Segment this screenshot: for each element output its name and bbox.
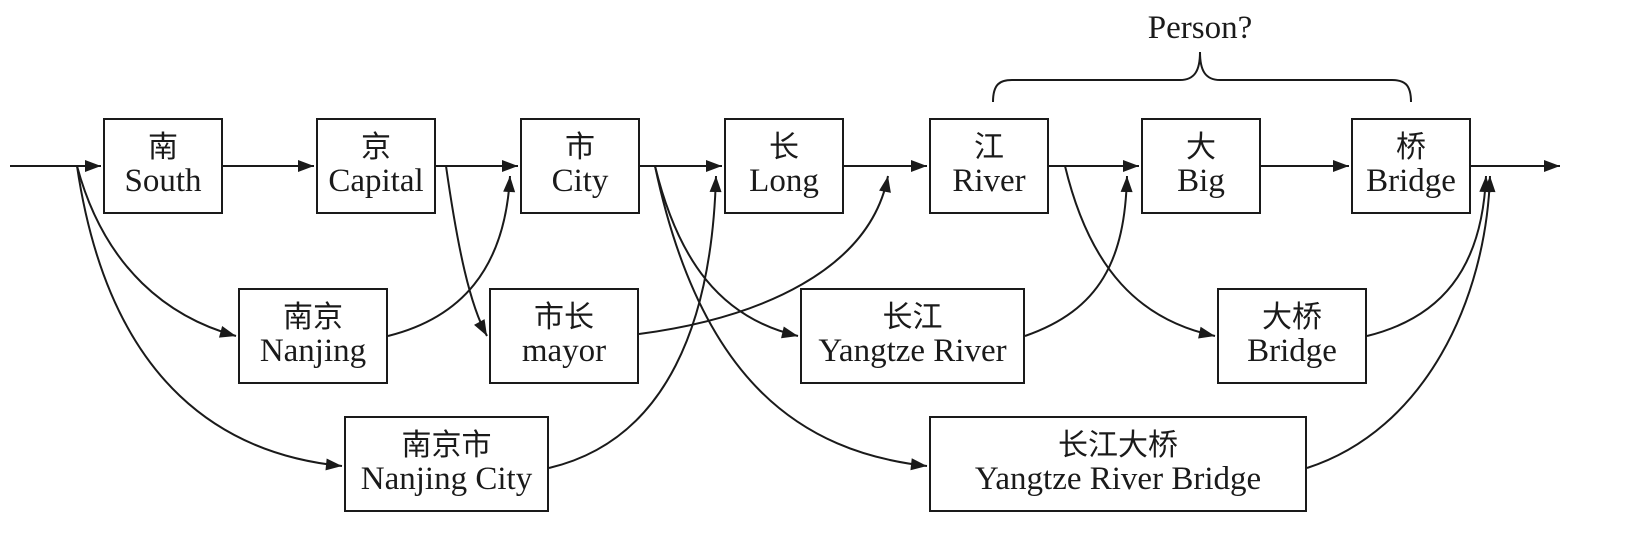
person-annotation-label: Person? xyxy=(1147,10,1253,46)
node-yangtze-river-bridge: 长江大桥 Yangtze River Bridge xyxy=(929,416,1307,512)
node-chinese-label: 市长 xyxy=(534,299,594,335)
node-english-label: Yangtze River xyxy=(818,333,1007,370)
edge-south-capital-arrowhead xyxy=(298,160,314,172)
edge-start-nanjing-city-arrowhead xyxy=(325,458,342,471)
edge-start-nanjing-city xyxy=(76,165,343,467)
edge-long-river-arrowhead xyxy=(911,160,927,172)
edge-river-big-arrowhead xyxy=(1123,160,1139,172)
node-english-label: City xyxy=(551,163,609,200)
edge-nanjing-city-long-arrowhead xyxy=(709,176,722,193)
node-english-label: Bridge xyxy=(1247,333,1337,370)
edge-city-yangtze-bridge-arrowhead xyxy=(910,458,927,471)
edge-city-yangtze xyxy=(654,165,799,337)
edge-yangtze-big xyxy=(1024,175,1128,337)
edge-big-bridge-arrowhead xyxy=(1333,160,1349,172)
edge-start-nanjing xyxy=(76,165,237,337)
node-river: 江 River xyxy=(929,118,1049,214)
person-curly-brace xyxy=(992,51,1412,103)
node-nanjing: 南京 Nanjing xyxy=(238,288,388,384)
node-chinese-label: 长江大桥 xyxy=(1058,427,1178,463)
edge-big-bridge-out xyxy=(1366,175,1487,337)
node-big: 大 Big xyxy=(1141,118,1261,214)
node-chinese-label: 京 xyxy=(361,129,391,165)
node-english-label: South xyxy=(124,163,202,200)
input-arrow-arrowhead xyxy=(85,160,101,172)
node-chinese-label: 大桥 xyxy=(1262,299,1322,335)
edge-river-big-bridge-arrowhead xyxy=(1198,326,1215,339)
output-arrow-arrowhead xyxy=(1544,160,1560,172)
edge-city-yangtze-arrowhead xyxy=(781,326,798,339)
node-chinese-label: 南京市 xyxy=(401,427,492,463)
node-chinese-label: 长 xyxy=(769,129,799,165)
node-mayor: 市长 mayor xyxy=(489,288,639,384)
node-long: 长 Long xyxy=(724,118,844,214)
edge-nanjing-city-arrowhead xyxy=(503,176,516,193)
node-english-label: Capital xyxy=(328,163,424,200)
node-english-label: River xyxy=(952,163,1026,200)
node-chinese-label: 桥 xyxy=(1396,129,1426,165)
edge-mayor-river-arrowhead xyxy=(879,176,891,193)
node-chinese-label: 大 xyxy=(1186,129,1216,165)
node-city: 市 City xyxy=(520,118,640,214)
edge-mayor-river xyxy=(638,175,889,335)
node-english-label: Long xyxy=(749,163,819,200)
edge-city-long-arrowhead xyxy=(706,160,722,172)
edge-nanjing-city-long xyxy=(548,175,717,469)
edge-capital-mayor-arrowhead xyxy=(474,319,487,336)
node-big-bridge: 大桥 Bridge xyxy=(1217,288,1367,384)
node-bridge: 桥 Bridge xyxy=(1351,118,1471,214)
node-chinese-label: 长江 xyxy=(882,299,943,335)
edge-yangtze-bridge-out xyxy=(1306,175,1491,469)
edge-city-yangtze-bridge xyxy=(654,165,928,467)
edge-yangtze-big-arrowhead xyxy=(1120,176,1133,193)
node-english-label: Nanjing City xyxy=(360,461,533,498)
node-yangtze-river: 长江 Yangtze River xyxy=(800,288,1025,384)
edge-start-nanjing-arrowhead xyxy=(218,326,236,338)
node-chinese-label: 江 xyxy=(974,129,1004,165)
node-chinese-label: 市 xyxy=(565,129,595,165)
node-capital: 京 Capital xyxy=(316,118,436,214)
edge-nanjing-city xyxy=(387,175,511,337)
node-english-label: Nanjing xyxy=(259,333,367,370)
node-chinese-label: 南 xyxy=(148,129,178,165)
node-chinese-label: 南京 xyxy=(283,299,343,335)
edge-yangtze-bridge-out-arrowhead xyxy=(1483,176,1496,193)
node-english-label: Big xyxy=(1177,163,1225,200)
edge-river-big-bridge xyxy=(1064,165,1216,337)
node-english-label: mayor xyxy=(521,333,607,370)
node-english-label: Yangtze River Bridge xyxy=(974,461,1262,498)
node-south: 南 South xyxy=(103,118,223,214)
node-nanjing-city: 南京市 Nanjing City xyxy=(344,416,549,512)
node-english-label: Bridge xyxy=(1366,163,1456,200)
edge-capital-city-arrowhead xyxy=(502,160,518,172)
